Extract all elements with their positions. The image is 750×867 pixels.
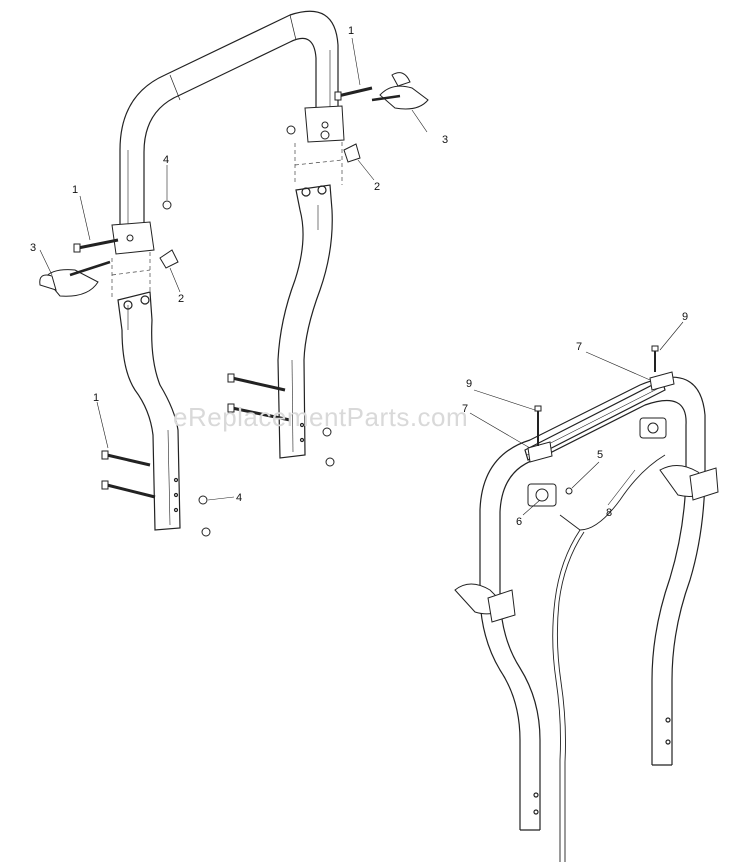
mounting-plates [527, 371, 675, 463]
callout-2: 2 [178, 293, 184, 305]
hinge-knobs-right [454, 465, 719, 623]
bolts-part-9 [534, 345, 659, 446]
callout-5: 5 [597, 449, 603, 461]
lower-left-leg [117, 291, 181, 531]
nut-part-5 [565, 487, 573, 495]
callout-1: 1 [348, 25, 354, 37]
left-hinge-bracket-upper [111, 221, 155, 255]
callout-1: 1 [72, 184, 78, 196]
lower-right-leg [277, 184, 333, 459]
callout-3: 3 [442, 134, 448, 146]
right-hinge-bracket-upper [304, 105, 345, 143]
lights-part-6 [527, 417, 667, 507]
watermark: eReplacementParts.com [173, 402, 468, 432]
callout-2: 2 [374, 181, 380, 193]
callout-3: 3 [30, 242, 36, 254]
callout-4: 4 [236, 492, 242, 504]
pins-part-3 [39, 72, 429, 297]
callout-7: 7 [462, 403, 468, 415]
callout-6: 6 [516, 516, 522, 528]
callout-8: 8 [606, 507, 612, 519]
leader-lines-right [469, 321, 684, 516]
alignment-dashes [111, 142, 343, 300]
upper-hoop [119, 10, 339, 228]
callout-1: 1 [93, 392, 99, 404]
callout-9: 9 [682, 311, 688, 323]
bolts-part-1 [73, 86, 373, 499]
wire-harness-part-8 [552, 454, 666, 862]
callout-9: 9 [466, 378, 472, 390]
callout-4: 4 [163, 154, 169, 166]
callout-numbers: 1 1 1 2 2 3 3 4 4 5 6 7 7 8 9 9 [30, 25, 688, 528]
nuts-part-4 [162, 125, 335, 537]
callout-7: 7 [576, 341, 582, 353]
clips-part-2 [159, 143, 361, 269]
leader-lines-left [39, 37, 428, 501]
